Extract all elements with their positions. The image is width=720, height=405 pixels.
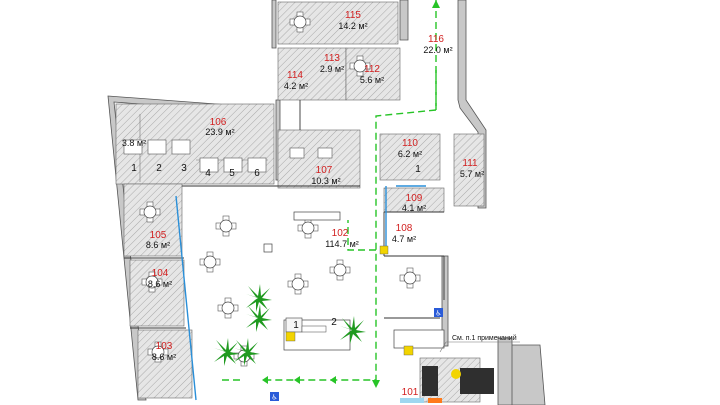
room-area: 114.7 м²	[325, 239, 359, 249]
room-area: 5.7 м²	[460, 169, 484, 179]
room-number: 109	[406, 193, 423, 204]
room-number: 110	[402, 138, 418, 149]
room-area: 8.6 м²	[152, 352, 176, 362]
room-110-label: 1	[415, 164, 421, 175]
room-area: 5.6 м²	[360, 75, 384, 85]
seat-label: 1	[131, 163, 137, 174]
room-number: 115	[345, 10, 361, 21]
room-number: 111	[462, 158, 478, 169]
evacuation-arrow-icon	[372, 380, 380, 388]
bar-counter	[283, 317, 445, 351]
evacuation-routes	[220, 0, 440, 388]
exit-marker	[400, 398, 424, 403]
bar-label: 2	[331, 317, 337, 328]
room-area: 4.2 м²	[284, 81, 308, 91]
fire-extinguisher-icon	[285, 331, 296, 342]
dining-tables	[139, 11, 421, 367]
room-area: 14.2 м²	[338, 21, 367, 31]
room-area: 10.3 м²	[311, 176, 340, 186]
fire-extinguisher-icon	[379, 245, 389, 255]
room-number: 101	[402, 387, 419, 398]
room-number: 114	[287, 70, 303, 81]
room-labels: 115 14.2 м² 116 22.0 м² 113 2.9 м² 114 4…	[122, 10, 484, 398]
room-number: 105	[150, 230, 167, 241]
room-number: 102	[332, 228, 349, 239]
room-area: 22.0 м²	[423, 45, 452, 55]
seat-label: 5	[229, 168, 235, 179]
seat-label: 4	[205, 168, 211, 179]
room-number: 112	[364, 64, 380, 75]
room-number: 113	[324, 53, 340, 64]
plant-icon	[214, 338, 240, 366]
stair-block	[422, 366, 494, 396]
svg-text:♿: ♿	[271, 394, 277, 402]
room-106-furniture	[123, 139, 333, 173]
glass-partitions	[175, 185, 426, 401]
room-number: 106	[210, 117, 227, 128]
accessibility-icon: ♿	[434, 308, 443, 318]
room-area: 3.8 м²	[122, 138, 146, 148]
room-area: 6.2 м²	[398, 149, 422, 159]
seat-numbers: 1 2 3 4 5 6 1 1 2	[131, 163, 421, 331]
room-area: 4.7 м²	[392, 234, 416, 244]
room-number: 107	[316, 165, 333, 176]
note-leader	[439, 341, 520, 353]
evacuation-arrow-icon	[262, 376, 268, 384]
room-number: 116	[428, 34, 444, 45]
room-number: 104	[152, 268, 169, 279]
plant-icon	[246, 284, 272, 312]
room-number: 103	[156, 341, 173, 352]
room-area: 8.6 м²	[148, 279, 172, 289]
evacuation-arrow-icon	[432, 0, 440, 8]
note-label: См. п.1 примечаний	[452, 334, 517, 342]
plant-icon	[246, 304, 272, 332]
accessibility-icon: ♿	[270, 392, 279, 402]
evacuation-arrow-icon	[294, 376, 300, 384]
seat-label: 6	[254, 168, 260, 179]
seat-label: 3	[181, 163, 187, 174]
fire-extinguisher-icon	[403, 345, 414, 356]
room-number: 108	[396, 223, 413, 234]
evacuation-arrow-icon	[330, 376, 336, 384]
seat-label: 2	[156, 163, 162, 174]
bar-label: 1	[293, 320, 299, 331]
service-rooms	[115, 1, 485, 403]
room-area: 4.1 м²	[402, 203, 426, 213]
room-area: 23.9 м²	[205, 127, 234, 137]
exit-marker	[428, 398, 442, 403]
room-area: 2.9 м²	[320, 64, 344, 74]
room-area: 8.6 м²	[146, 240, 170, 250]
svg-text:♿: ♿	[435, 310, 441, 318]
